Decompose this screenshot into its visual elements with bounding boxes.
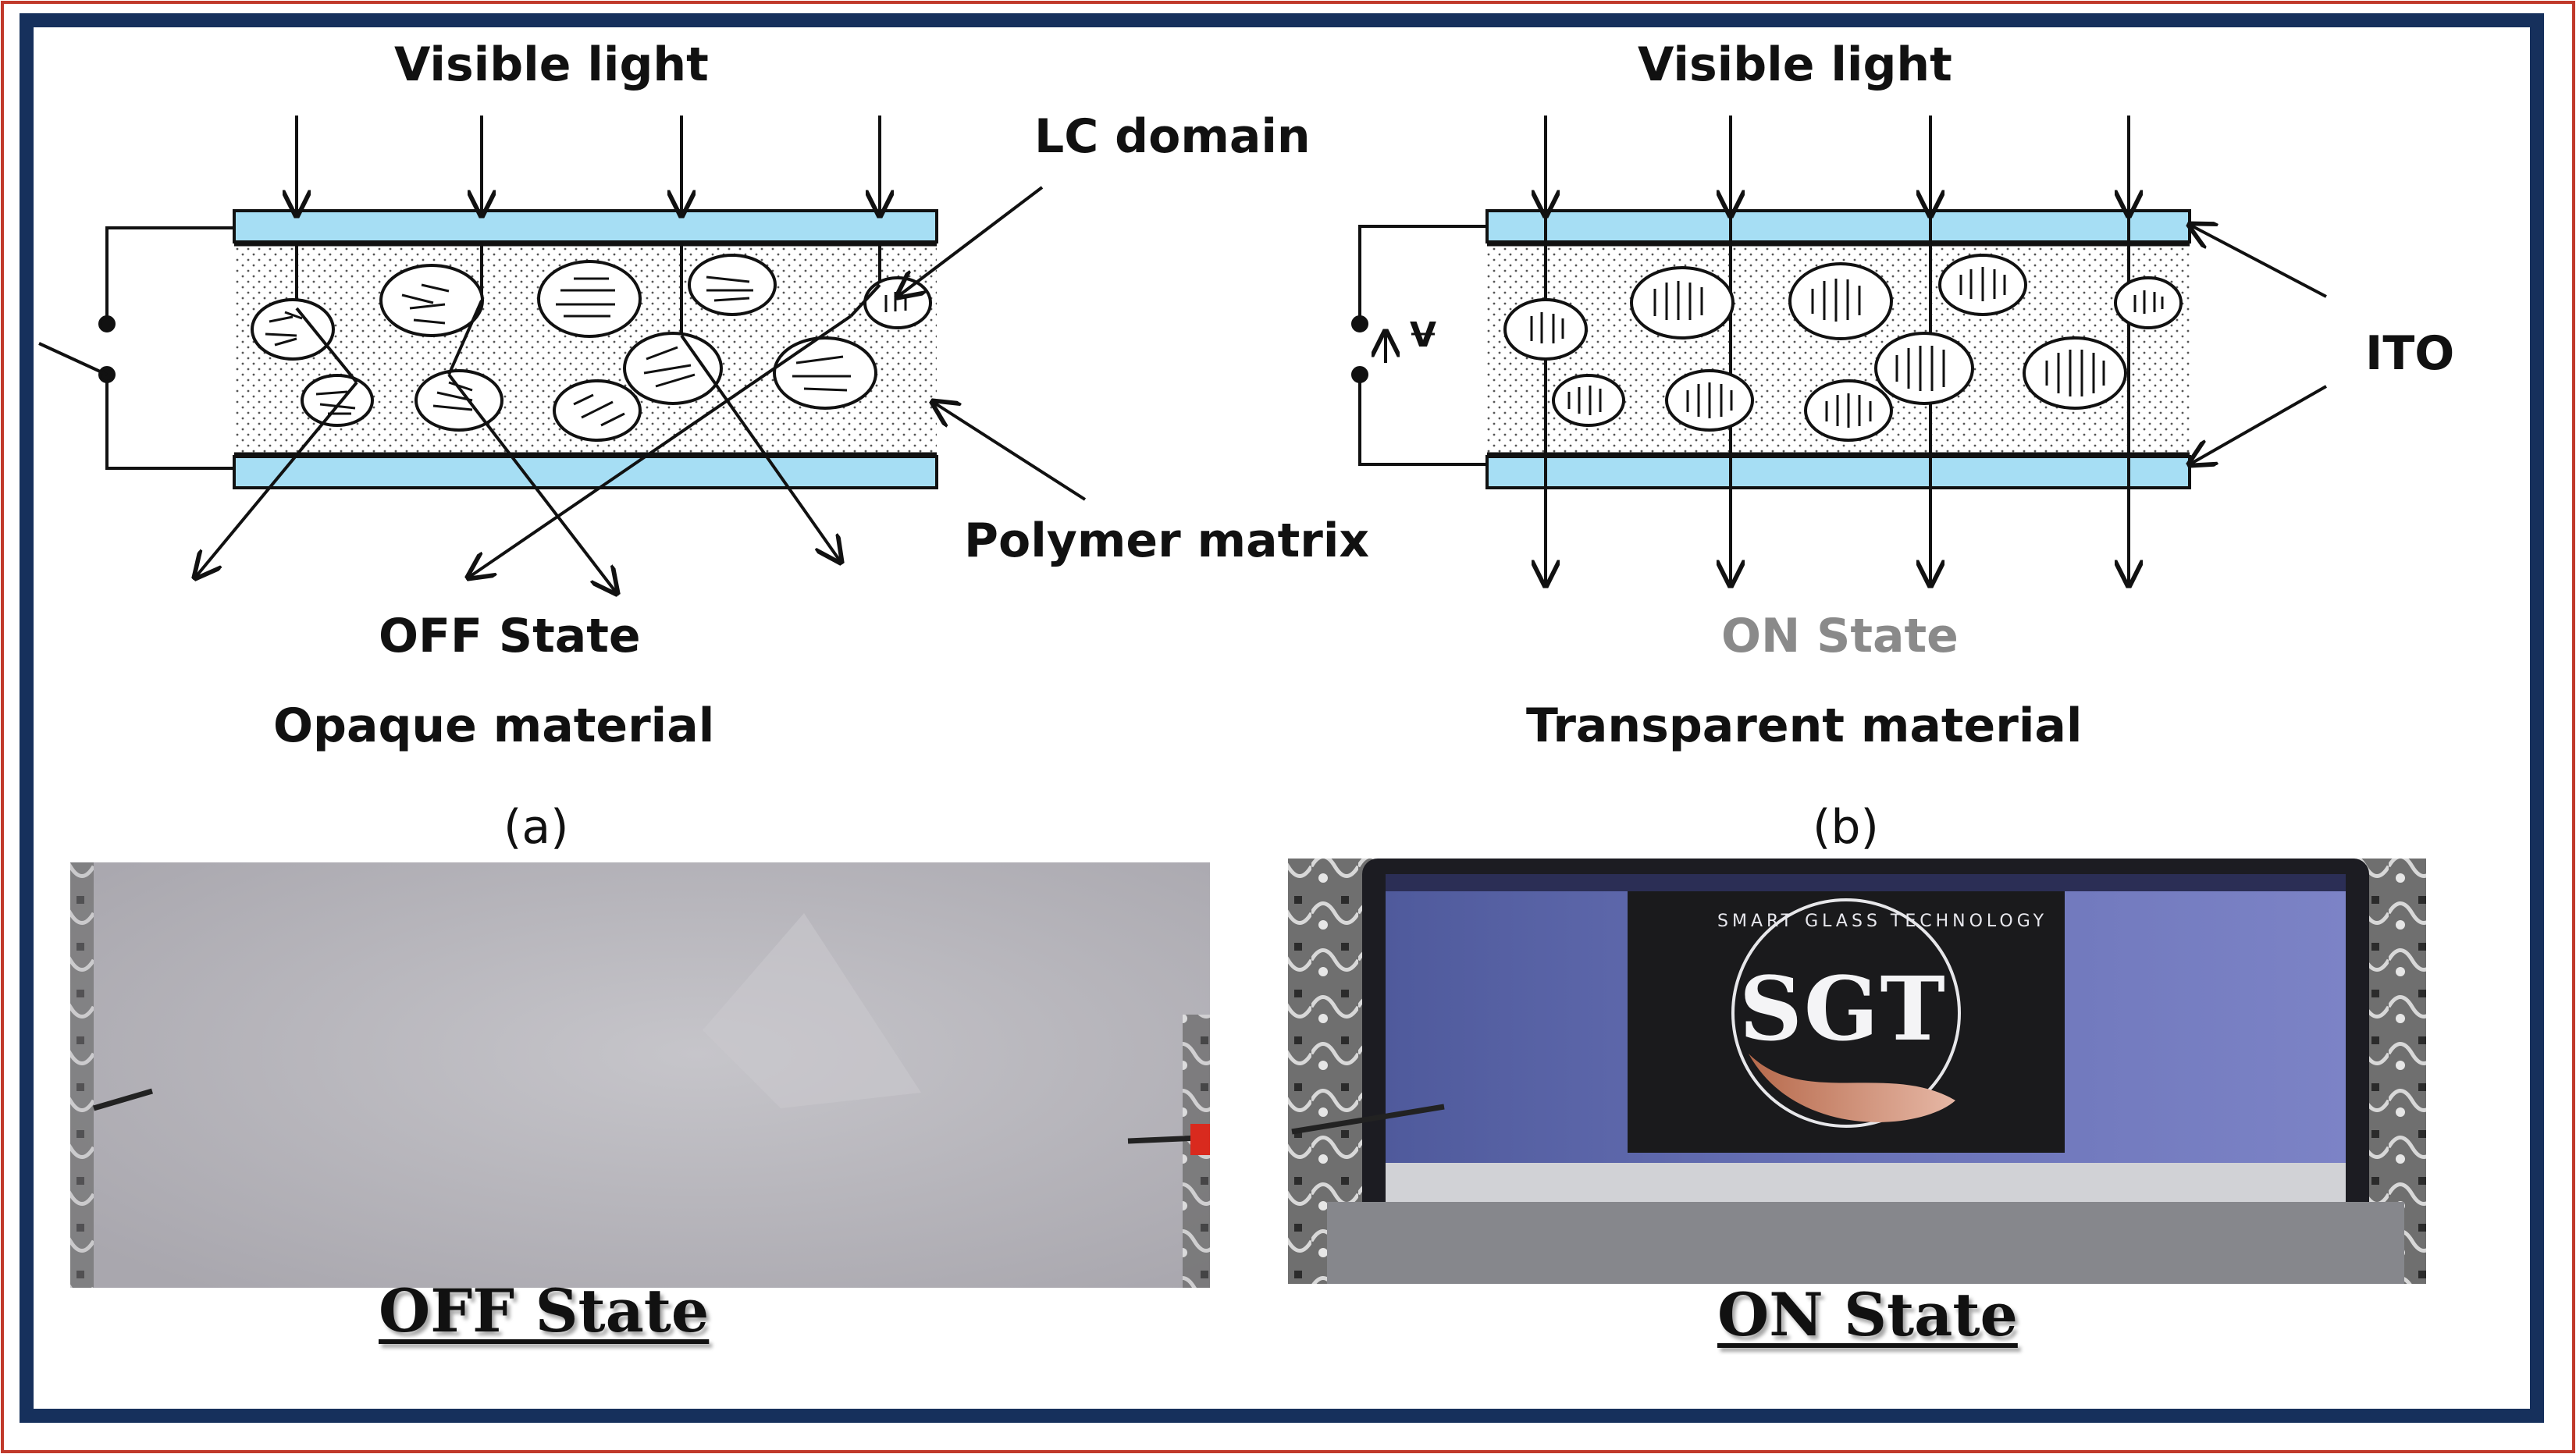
on-photo-caption: ON State — [1717, 1280, 2018, 1349]
laptop-keyboard — [1327, 1202, 2404, 1284]
bottom-glass-off — [233, 455, 938, 489]
lc-droplet — [553, 379, 642, 442]
off-photo-caption: OFF State — [379, 1276, 710, 1346]
lc-droplet — [773, 336, 877, 410]
opaque-material-label: Opaque material — [273, 699, 715, 753]
lc-droplet — [1938, 254, 2027, 316]
lc-droplet — [1874, 332, 1974, 405]
lc-droplet — [2023, 336, 2127, 410]
electrode-wire-left — [93, 1088, 153, 1111]
lc-droplet — [688, 254, 777, 316]
lc-droplet — [1503, 298, 1588, 361]
off-circuit — [38, 226, 234, 470]
top-glass-on — [1485, 209, 2191, 244]
lc-droplet — [379, 264, 484, 337]
bottom-glass-on — [1485, 455, 2191, 489]
lc-droplet — [1788, 262, 1893, 340]
off-light-arrows — [297, 116, 880, 336]
sgt-logo-ring — [1731, 898, 1961, 1128]
lc-droplet — [301, 374, 374, 427]
red-clip — [1190, 1124, 1210, 1155]
inner-border — [20, 13, 2544, 1423]
off-lc-droplets — [251, 254, 932, 442]
on-state-label: ON State — [1721, 609, 1959, 663]
off-state-label: OFF State — [379, 609, 641, 663]
on-lc-droplets — [1503, 254, 2183, 442]
polymer-matrix-label: Polymer matrix — [964, 514, 1370, 568]
electrode-wire-right — [1127, 1135, 1199, 1144]
transparent-material-label: Transparent material — [1526, 699, 2083, 753]
panel-a-caption: (a) — [503, 800, 569, 855]
on-state-photo — [1288, 859, 2426, 1284]
lc-droplet — [1804, 379, 1893, 442]
sgt-logo-text: SGT — [1739, 958, 1947, 1061]
ito-label: ITO — [2365, 326, 2455, 381]
panel-b-caption: (b) — [1813, 800, 1879, 855]
on-visible-light-label: Visible light — [1638, 37, 1952, 92]
lc-droplet — [2114, 276, 2183, 329]
lc-droplet — [863, 276, 932, 329]
lc-droplet — [1665, 369, 1754, 432]
electrode-wire — [1291, 1104, 1445, 1135]
lc-domain-label: LC domain — [1034, 109, 1311, 164]
sgt-ring-text: SMART GLASS TECHNOLOGY — [1717, 912, 2048, 931]
off-scattered-light — [195, 186, 1087, 593]
lc-droplet — [415, 369, 503, 432]
top-glass-off — [233, 209, 938, 244]
off-state-photo — [70, 862, 1210, 1288]
lc-droplet — [623, 332, 723, 405]
lc-droplet — [537, 260, 642, 338]
voltage-label: V — [1410, 315, 1437, 355]
lc-droplet — [1552, 374, 1625, 427]
sgt-logo-swoosh — [1749, 1054, 1955, 1122]
off-visible-light-label: Visible light — [394, 37, 709, 92]
on-circuit — [1351, 225, 1487, 466]
lc-droplet — [251, 298, 335, 361]
lc-droplet — [1630, 266, 1735, 340]
